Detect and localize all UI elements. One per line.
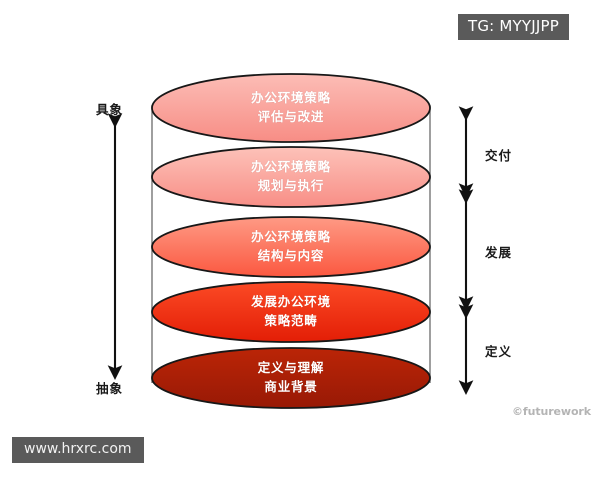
layer-label-define-line2: 商业背景 xyxy=(264,379,318,395)
layer-label-structure: 办公环境策略 结构与内容 xyxy=(151,227,431,266)
cylinder-layer-define xyxy=(151,347,431,409)
layer-label-scope-line2: 策略范畴 xyxy=(264,313,318,329)
layer-label-plan: 办公环境策略 规划与执行 xyxy=(151,157,431,196)
cylinder-layer-evaluate xyxy=(151,73,431,143)
axis-label-concrete: 具象 xyxy=(96,102,124,117)
cylinder-layer-scope xyxy=(151,281,431,343)
layer-label-plan-line2: 规划与执行 xyxy=(257,178,325,194)
layer-label-define: 定义与理解 商业背景 xyxy=(151,358,431,397)
layer-label-evaluate: 办公环境策略 评估与改进 xyxy=(151,88,431,127)
stage-label-delivery: 交付 xyxy=(485,148,513,163)
futurework-credit: ©futurework xyxy=(512,405,591,418)
axis-label-abstract: 抽象 xyxy=(96,381,124,396)
layer-label-scope: 发展办公环境 策略范畴 xyxy=(151,292,431,331)
layer-label-evaluate-line2: 评估与改进 xyxy=(257,109,325,125)
cylinder-layer-plan xyxy=(151,146,431,208)
layer-label-plan-line1: 办公环境策略 xyxy=(251,159,331,174)
layer-label-scope-line1: 发展办公环境 xyxy=(251,294,331,309)
stage-label-definition: 定义 xyxy=(485,344,513,359)
cylinder-layer-structure xyxy=(151,216,431,278)
source-url-watermark: www.hrxrc.com xyxy=(12,437,144,464)
stage-label-development: 发展 xyxy=(485,245,513,260)
layer-label-structure-line2: 结构与内容 xyxy=(257,248,325,264)
layer-label-structure-line1: 办公环境策略 xyxy=(251,229,331,244)
layer-label-evaluate-line1: 办公环境策略 xyxy=(251,90,331,105)
tag-badge: TG: MYYJJPP xyxy=(458,14,570,40)
layer-label-define-line1: 定义与理解 xyxy=(257,360,325,375)
